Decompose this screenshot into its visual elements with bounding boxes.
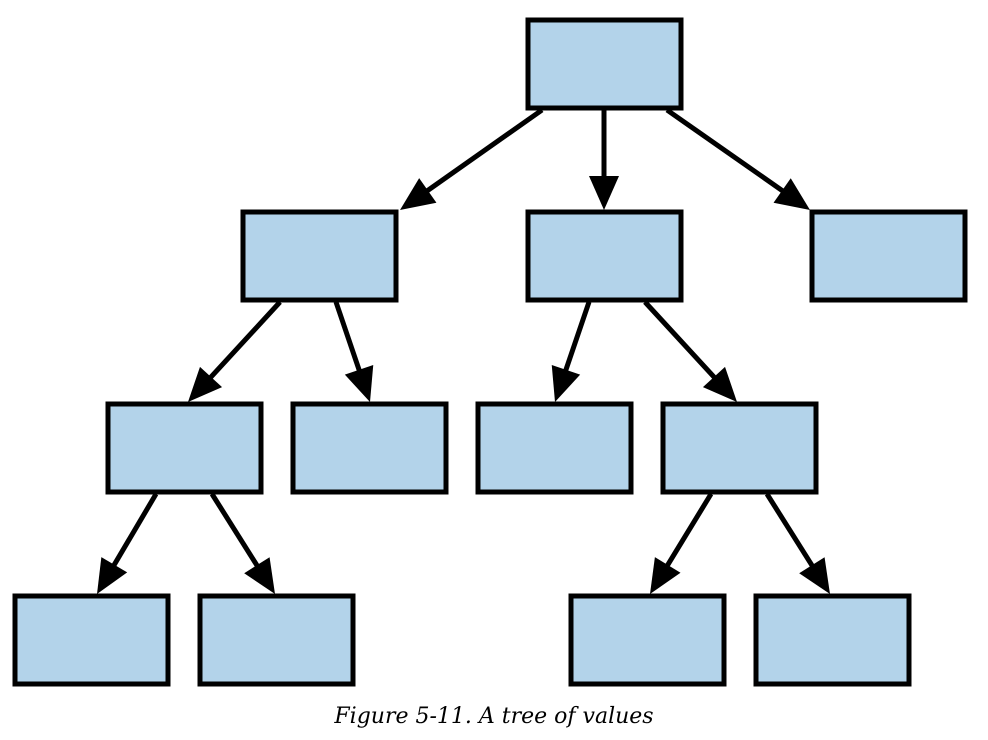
edge-line [664,492,714,568]
tree-node-n3 [809,209,968,303]
edge-n2-to-n6 [551,301,592,402]
edge-n7-to-n11 [764,492,830,594]
tree-diagram [12,17,968,687]
edge-n0-to-n2 [589,110,619,210]
tree-node-n8 [12,593,171,687]
edge-n1-to-n5 [333,301,374,402]
arrowhead-icon [244,557,275,594]
edge-n2-to-n7 [643,300,737,402]
arrowhead-icon [97,557,128,594]
tree-node-n10 [568,593,727,687]
tree-node-n9 [197,593,356,687]
node-box [240,209,399,303]
tree-node-n5 [290,401,449,495]
arrowhead-icon [551,364,581,402]
edges-layer [97,107,830,594]
arrowhead-icon [589,176,619,210]
node-box [660,401,819,495]
nodes-layer [12,17,968,687]
edge-line [643,300,718,381]
edge-line [209,492,261,569]
edge-n0-to-n3 [665,107,810,210]
edge-n1-to-n4 [188,300,282,402]
tree-node-n4 [105,401,264,495]
node-box [290,401,449,495]
arrowhead-icon [650,557,681,594]
figure-caption: Figure 5-11. A tree of values [334,704,654,729]
tree-node-n7 [660,401,819,495]
edge-line [207,300,282,381]
arrowhead-icon [799,557,830,594]
arrowhead-icon [702,366,737,402]
edge-line [764,492,816,569]
edge-line [111,492,159,568]
node-box [105,401,264,495]
arrowhead-icon [344,364,374,402]
arrowhead-icon [773,178,810,210]
node-box [525,17,684,111]
node-box [475,401,634,495]
edge-line [665,107,786,194]
tree-node-n11 [753,593,912,687]
tree-node-n6 [475,401,634,495]
node-box [809,209,968,303]
edge-n7-to-n10 [650,492,714,594]
node-box [753,593,912,687]
tree-node-n2 [525,209,684,303]
arrowhead-icon [400,178,437,210]
node-box [12,593,171,687]
edge-n4-to-n8 [97,492,159,594]
node-box [568,593,727,687]
edge-n4-to-n9 [209,492,275,594]
arrowhead-icon [188,366,223,402]
tree-node-n1 [240,209,399,303]
edge-line [562,301,592,373]
edge-n0-to-n1 [400,107,544,210]
edge-line [424,107,544,194]
edge-line [333,301,363,373]
node-box [197,593,356,687]
tree-node-n0 [525,17,684,111]
node-box [525,209,684,303]
